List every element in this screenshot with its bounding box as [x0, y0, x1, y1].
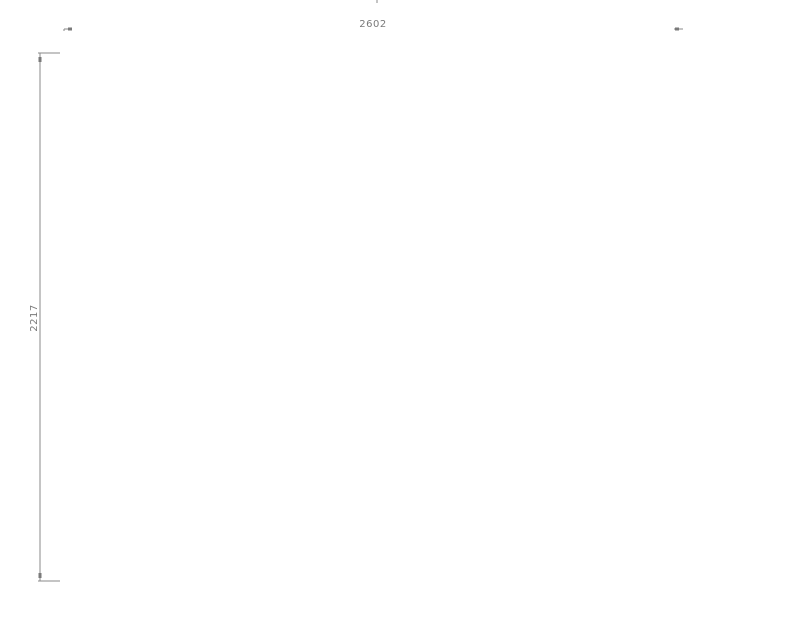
- horizontal-dimension-label: 2602: [359, 19, 386, 30]
- horizontal-dimension-right-arrow-icon: [674, 27, 683, 31]
- vertical-dimension-top-arrow-icon: [38, 57, 42, 62]
- vertical-dimension-bottom-arrow-icon: [38, 573, 42, 578]
- vertical-dimension-label: 2217: [29, 304, 40, 331]
- horizontal-dimension-left-arrow-icon: [63, 27, 72, 31]
